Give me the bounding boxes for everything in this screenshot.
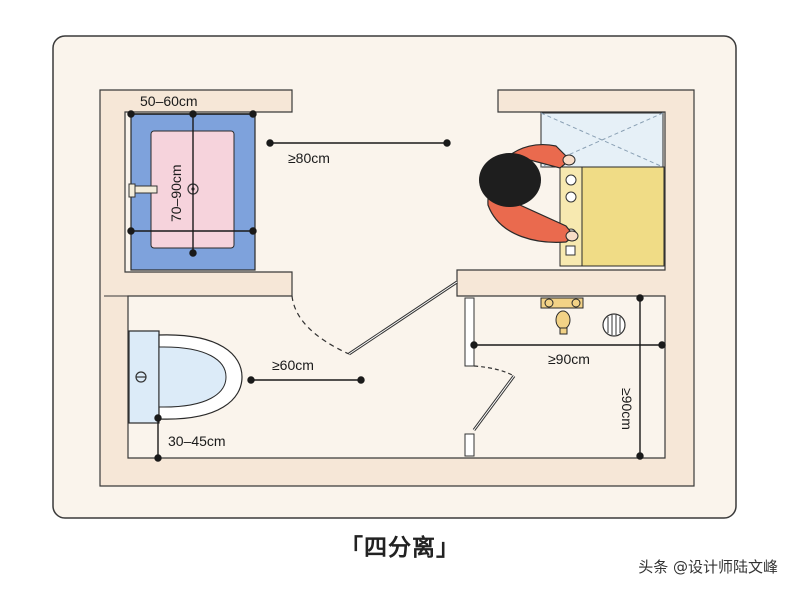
vanity: [128, 113, 256, 271]
knob-icon: [565, 191, 577, 203]
toilet: [128, 330, 243, 424]
shower-area: [464, 297, 626, 457]
author-watermark: 头条 @设计师陆文峰: [638, 558, 778, 576]
shower-depth-label: ≥90cm: [619, 388, 635, 430]
door-clearance-label: ≥60cm: [272, 357, 314, 373]
person-figure: [479, 144, 579, 243]
sink-depth-label: 70–90cm: [168, 164, 184, 222]
knob-icon: [565, 174, 577, 186]
wall-outline: [99, 89, 695, 487]
aisle-width-label: ≥80cm: [288, 150, 330, 166]
person-head: [479, 153, 541, 207]
toilet-side-label: 30–45cm: [168, 433, 226, 449]
shower-partition: [464, 433, 475, 457]
diagram-caption: 「四分离」: [340, 535, 460, 561]
sink-width-label: 50–60cm: [140, 93, 198, 109]
shower-width-label: ≥90cm: [548, 351, 590, 367]
shower-partition: [464, 297, 475, 367]
dimension-lines: [127, 110, 666, 462]
main-door: [291, 280, 458, 356]
floor-drain-icon: [602, 313, 626, 337]
switch-icon: [565, 245, 576, 256]
shower-valve-icon: [540, 297, 584, 335]
